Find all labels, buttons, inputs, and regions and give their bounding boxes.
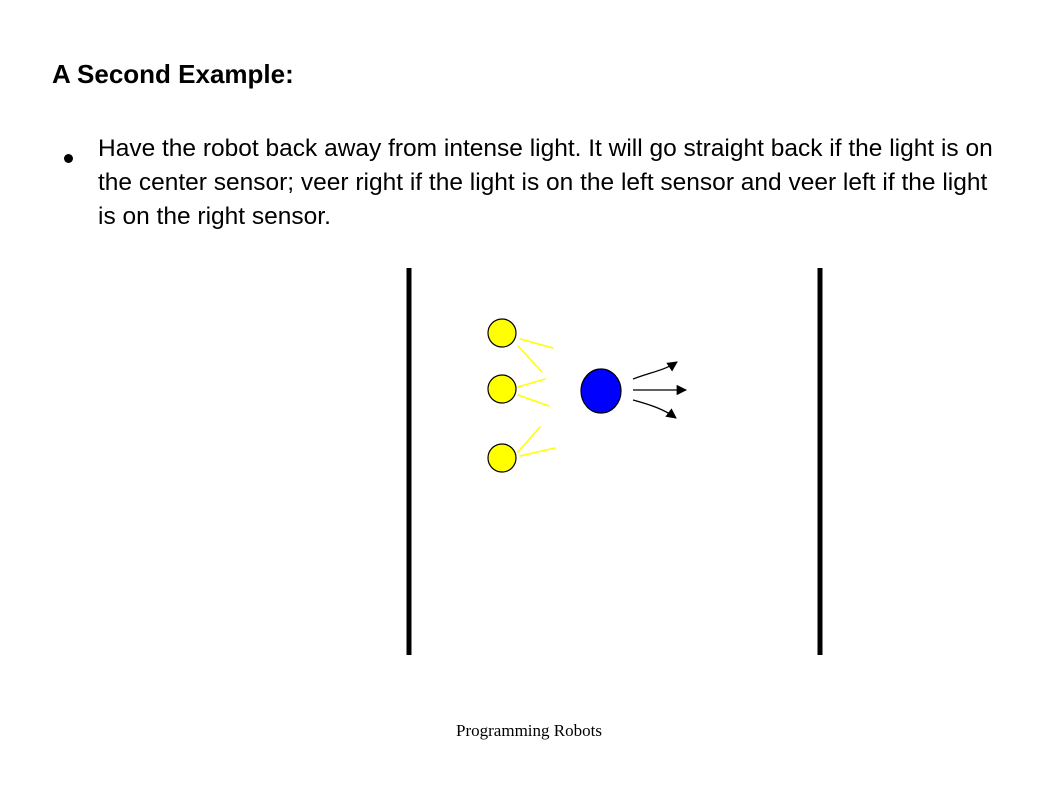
bullet-dot-icon bbox=[64, 154, 73, 163]
light-ray bbox=[517, 426, 541, 453]
light-source-bottom bbox=[487, 443, 517, 473]
light-ray bbox=[517, 378, 546, 388]
light-rays bbox=[517, 338, 556, 457]
light-ray bbox=[519, 447, 556, 457]
bullet-item: Have the robot back away from intense li… bbox=[64, 132, 1024, 234]
light-source-top bbox=[487, 318, 517, 348]
robot-icon bbox=[580, 368, 622, 414]
slide-footer: Programming Robots bbox=[456, 721, 602, 740]
arrow-veer-down bbox=[632, 399, 677, 419]
bullet-list: Have the robot back away from intense li… bbox=[64, 132, 1024, 234]
light-ray bbox=[517, 394, 550, 407]
light-source-middle bbox=[487, 374, 517, 404]
movement-arrows bbox=[632, 361, 688, 419]
arrow-veer-up bbox=[632, 361, 678, 380]
slide-title: A Second Example: bbox=[52, 59, 294, 89]
light-ray bbox=[519, 338, 554, 349]
bullet-text: Have the robot back away from intense li… bbox=[98, 135, 993, 230]
light-ray bbox=[517, 345, 543, 373]
